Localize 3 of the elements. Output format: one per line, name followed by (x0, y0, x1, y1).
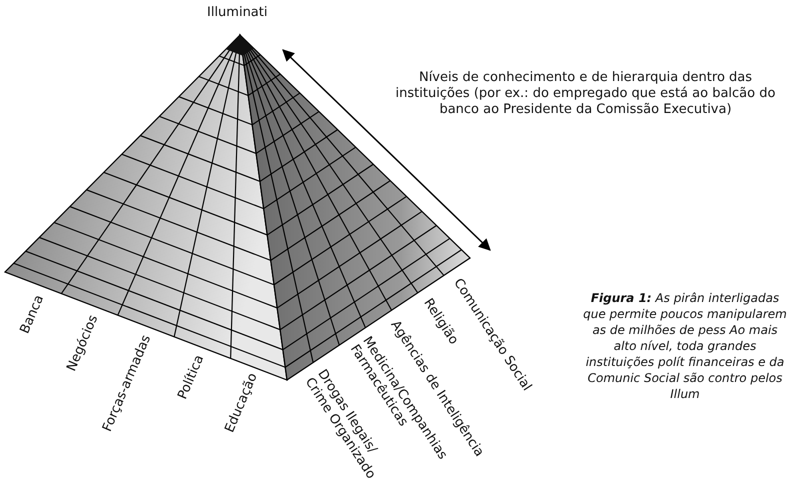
apex-label: Illuminati (207, 5, 268, 20)
note-text: Níveis de conhecimento e de hierarquia dentro das instituições (por ex.: do empregado que está ao balcão do banco ao Presidente da Comissão Executiva) (394, 70, 776, 118)
figure-caption: Figura 1: As pirân interligadas que permite poucos manipularem as de milhões de pess Ao mais alto nível, toda grandes instituições polít financeiras e da Comunic Social são contro pelos Illum (582, 290, 788, 402)
